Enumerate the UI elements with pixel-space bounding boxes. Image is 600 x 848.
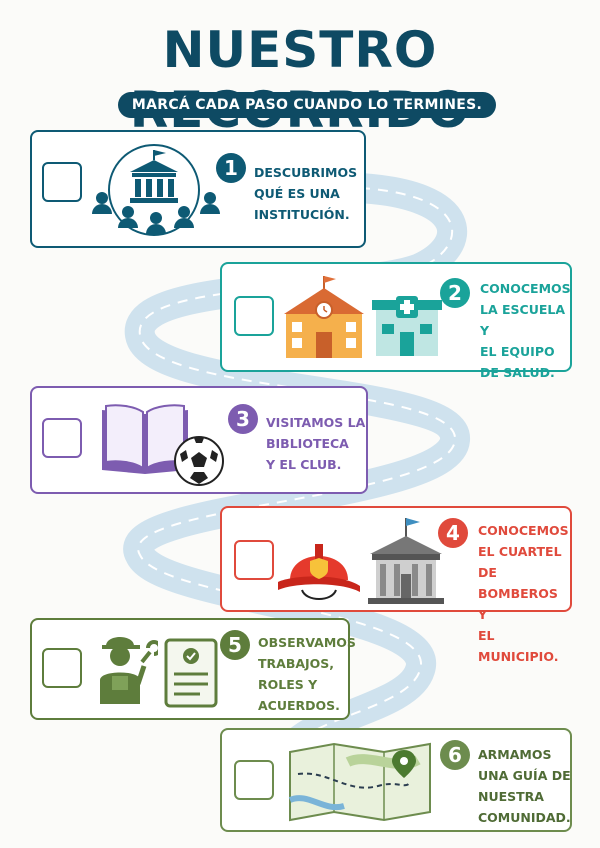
step-card-1: 1 DESCUBRIMOS QUÉ ES UNA INSTITUCIÓN.	[30, 130, 366, 248]
step-5-number: 5	[220, 630, 250, 660]
step-1-number: 1	[216, 153, 246, 183]
step-3-checkbox[interactable]	[42, 418, 82, 458]
step-1-text: DESCUBRIMOS QUÉ ES UNA INSTITUCIÓN.	[254, 165, 358, 222]
step-6-number: 6	[440, 740, 470, 770]
step-card-3: 3 VISITAMOS LA BIBLIOTECA Y EL CLUB.	[30, 386, 368, 494]
step-1-checkbox[interactable]	[42, 162, 82, 202]
worker-icon	[100, 637, 158, 704]
step-4-checkbox[interactable]	[234, 540, 274, 580]
step-card-4: 4 CONOCEMOS EL CUARTEL DE BOMBEROS Y EL …	[220, 506, 572, 664]
people-group-icon	[92, 192, 220, 234]
step-card-5: 5 OBSERVAMOS TRABAJOS, ROLES Y ACUERDOS.	[30, 618, 356, 720]
firefighter-helmet-icon	[278, 544, 360, 600]
step-6-text: ARMAMOS UNA GUÍA DE NUESTRA COMUNIDAD.	[478, 747, 571, 825]
map-icon	[288, 742, 431, 822]
step-card-2: 2 CONOCEMOS LA ESCUELA Y EL EQUIPO DE SA…	[220, 262, 572, 380]
step-card-6: 6 ARMAMOS UNA GUÍA DE NUESTRA COMUNIDAD.	[220, 728, 572, 832]
open-book-icon	[102, 404, 188, 474]
checklist-icon	[164, 638, 218, 708]
step-2-checkbox[interactable]	[234, 296, 274, 336]
school-icon	[284, 276, 364, 358]
institution-building-icon	[108, 144, 200, 236]
soccer-ball-icon	[174, 436, 224, 486]
step-5-checkbox[interactable]	[42, 648, 82, 688]
step-5-text: OBSERVAMOS TRABAJOS, ROLES Y ACUERDOS.	[258, 635, 356, 713]
step-4-number: 4	[438, 518, 468, 548]
step-2-number: 2	[440, 278, 470, 308]
page-title: NUESTRO RECORRIDO	[130, 21, 469, 139]
step-2-text: CONOCEMOS LA ESCUELA Y EL EQUIPO DE SALU…	[480, 281, 571, 380]
municipality-building-icon	[368, 518, 444, 604]
step-3-number: 3	[228, 404, 258, 434]
health-center-icon	[372, 296, 442, 356]
subtitle-badge: MARCÁ CADA PASO CUANDO LO TERMINES.	[118, 92, 496, 118]
step-6-checkbox[interactable]	[234, 760, 274, 800]
step-4-text: CONOCEMOS EL CUARTEL DE BOMBEROS Y EL MU…	[478, 523, 569, 664]
step-3-text: VISITAMOS LA BIBLIOTECA Y EL CLUB.	[266, 415, 366, 472]
